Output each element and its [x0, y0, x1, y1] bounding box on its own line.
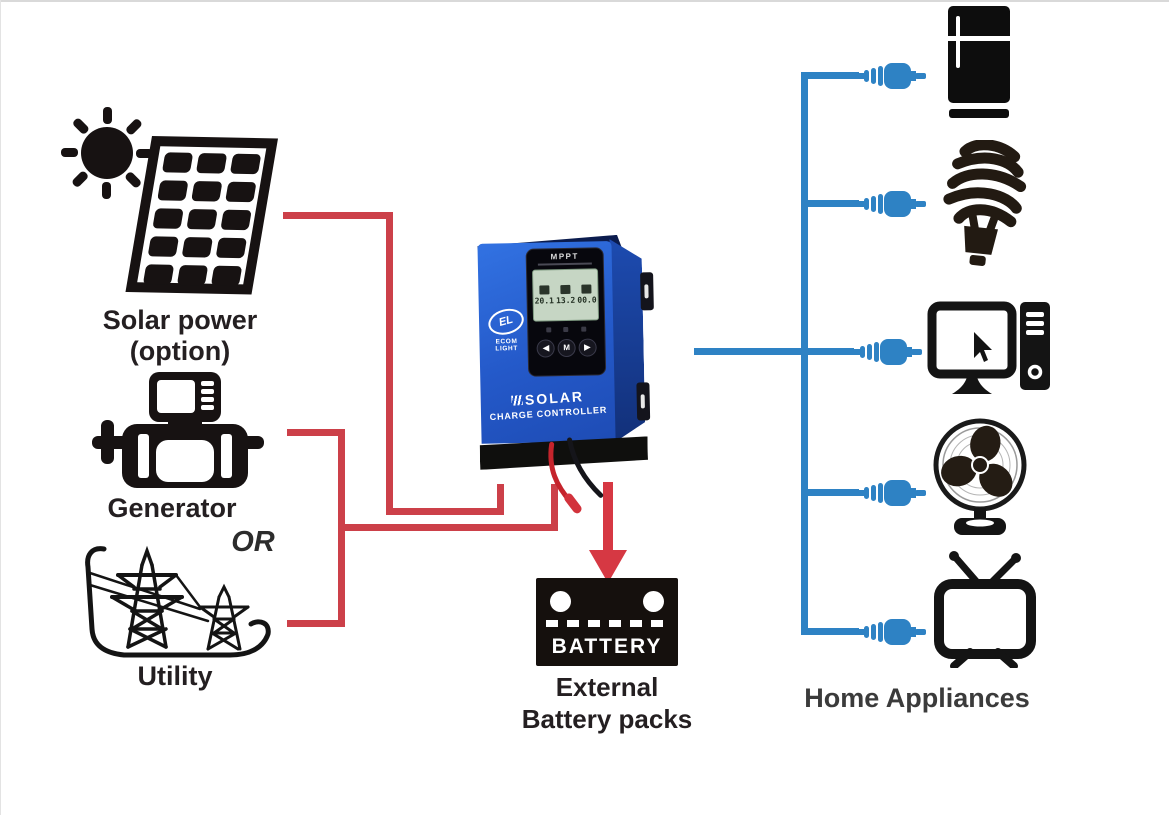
mounting-bracket-top — [640, 272, 654, 311]
load-status-icon — [581, 326, 587, 332]
top-edge-line — [0, 0, 1169, 2]
battery-glyph-icon — [560, 284, 571, 295]
left-edge-line — [0, 0, 1, 815]
product-line1: SOLAR — [524, 388, 585, 408]
brand-logo: EL ECOM LIGHT — [483, 304, 530, 353]
cfl-bulb-icon — [943, 140, 1027, 266]
battery-dashed-line — [546, 620, 668, 627]
battery-caption-line1: External — [555, 672, 659, 702]
wire-solar-v2 — [497, 484, 504, 515]
lcd-pv-cell: 20.1 — [534, 285, 555, 306]
lcd-battery-cell: 13.2 — [555, 284, 576, 306]
wire-controller-to-computer — [694, 348, 854, 355]
mppt-subtitle-bar — [537, 262, 592, 266]
solar-panel-icon — [125, 136, 278, 295]
brand-name: ECOM LIGHT — [495, 338, 518, 353]
button-row: ◀ M ▶ — [528, 338, 604, 358]
screw-slot — [640, 394, 645, 409]
logo-ellipse: EL — [485, 304, 527, 339]
battery-terminal-left — [550, 591, 571, 612]
lcd-readout-battery: 13.2 — [555, 295, 576, 306]
controller-output-wires — [548, 437, 604, 514]
refrigerator-icon — [948, 6, 1010, 118]
wire-joined-v — [551, 484, 558, 531]
battery-status-icon — [563, 326, 569, 333]
lcd-screen: 20.1 13.2 00.0 — [531, 268, 600, 322]
lcd-readout-load: 00.0 — [577, 295, 597, 305]
wire-solar-v1 — [386, 212, 393, 515]
battery-box: BATTERY — [536, 578, 678, 666]
lcd-readout-pv: 20.1 — [534, 296, 555, 306]
or-label: OR — [231, 526, 275, 558]
utility-caption: Utility — [137, 661, 213, 691]
television-icon — [934, 551, 1036, 668]
wire-joined-h — [338, 524, 558, 531]
table-fan-icon — [933, 418, 1027, 535]
battery-terminal-right — [643, 591, 664, 612]
wire-solar-h1 — [283, 212, 393, 219]
mounting-bracket-bottom — [636, 382, 651, 421]
left-arrow-button: ◀ — [536, 339, 556, 358]
right-arrow-button: ▶ — [578, 338, 597, 357]
generator-caption: Generator — [107, 493, 237, 523]
mppt-label: MPPT — [550, 251, 579, 262]
plug-icon-fridge — [852, 63, 926, 89]
lcd-load-cell: 00.0 — [577, 284, 597, 305]
wire-branch-bulb — [801, 200, 859, 207]
wire-utility-h — [287, 620, 345, 627]
load-glyph-icon — [581, 284, 592, 294]
generator-icon — [92, 372, 264, 488]
plug-icon-tv — [852, 619, 926, 645]
status-icons-row — [528, 326, 604, 333]
battery-arrow-head — [589, 550, 627, 583]
menu-button: M — [557, 338, 576, 358]
plug-icon-computer — [848, 339, 922, 365]
controller-display-panel: MPPT 20.1 13.2 00.0 ◀ M — [525, 247, 607, 377]
solar-caption-line1: Solar power — [102, 305, 258, 335]
battery-arrow-shaft — [603, 482, 613, 552]
plug-icon-fan — [852, 480, 926, 506]
battery-caption-line2: Battery packs — [521, 704, 693, 734]
wire-branch-tv — [801, 628, 859, 635]
logo-monogram: EL — [497, 313, 515, 329]
solar-bars-icon — [510, 395, 523, 406]
screw-slot — [644, 284, 649, 299]
wire-solar-h2 — [386, 508, 504, 515]
sun-icon — [61, 107, 153, 199]
plug-icon-bulb — [852, 191, 926, 217]
wire-generator-h — [287, 429, 345, 436]
wire-branch-fan — [801, 489, 859, 496]
solar-caption-line2: (option) — [129, 336, 231, 366]
home-appliances-caption: Home Appliances — [804, 683, 1030, 713]
charge-controller-unit: MPPT 20.1 13.2 00.0 ◀ M — [475, 232, 658, 514]
wire-branch-fridge — [801, 72, 859, 79]
utility-grid-icon — [85, 545, 271, 658]
battery-box-label: BATTERY — [551, 635, 663, 658]
pv-status-icon — [546, 327, 552, 333]
desktop-computer-icon — [927, 301, 1050, 394]
pv-glyph-icon — [538, 285, 550, 295]
